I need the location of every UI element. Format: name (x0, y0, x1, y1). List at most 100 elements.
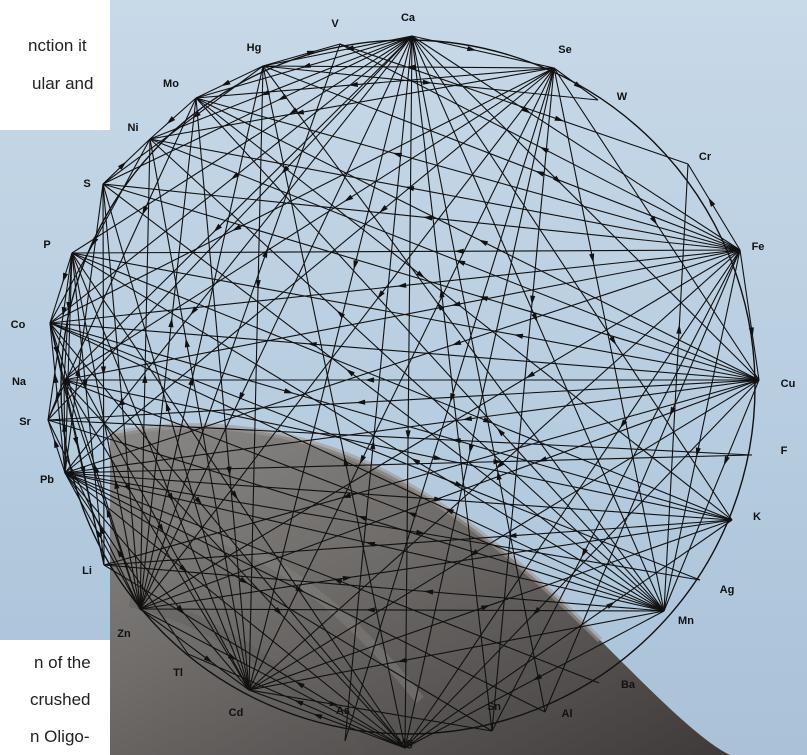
edge-se-mn (554, 68, 664, 611)
edge-arrowhead (294, 700, 304, 706)
edge-arrowhead (185, 338, 190, 348)
edge-mg-cd (249, 690, 405, 748)
edge-ca-cd (249, 36, 412, 690)
edge-arrowhead (342, 493, 352, 498)
node-label-cr: Cr (699, 151, 712, 163)
edge-arrowhead (101, 366, 106, 375)
edge-se-ni (150, 68, 554, 139)
edge-arrowhead (481, 605, 491, 611)
node-label-cu: Cu (781, 378, 796, 390)
edge-arrowhead (301, 63, 311, 68)
edge-arrowhead (344, 457, 349, 467)
edge-arrowhead (479, 296, 489, 301)
edge-tl-pb (65, 473, 188, 654)
node-label-mg: Mg (397, 737, 413, 749)
edge-arrowhead (589, 253, 594, 263)
edge-arrowhead (606, 602, 615, 609)
node-label-ag: Ag (720, 584, 735, 596)
edge-arrowhead (343, 576, 353, 581)
edge-fe-cu (740, 250, 759, 380)
node-label-li: Li (82, 565, 92, 577)
edge-fe-s (103, 184, 740, 250)
edge-mg-li (104, 565, 405, 748)
edge-ca-ni (150, 36, 412, 139)
edge-arrowhead (120, 396, 125, 405)
node-label-ni: Ni (128, 122, 139, 134)
edge-ca-mn (412, 36, 664, 611)
node-label-sr: Sr (19, 416, 31, 428)
edge-arrowhead (295, 681, 304, 688)
edge-arrowhead (313, 714, 323, 720)
edge-v-cr (340, 44, 688, 164)
edge-arrowhead (535, 171, 545, 177)
edge-mn-na (64, 380, 664, 611)
edge-arrowhead (454, 249, 463, 254)
edge-cu-co (50, 323, 759, 380)
edge-mn-cr (664, 164, 688, 611)
node-label-na: Na (12, 376, 27, 388)
edge-arrowhead (365, 377, 374, 382)
edge-pb-sn (65, 473, 492, 731)
node-label-se: Se (558, 44, 571, 56)
node-label-s: S (83, 178, 90, 190)
node-label-sn: Sn (487, 701, 501, 713)
edge-arrowhead (54, 439, 59, 449)
node-label-mo: Mo (163, 78, 179, 90)
edge-mn-cd (249, 611, 664, 690)
node-label-w: W (617, 91, 628, 103)
edge-arrowhead (526, 371, 535, 378)
edge-arrowhead (284, 388, 294, 393)
edge-mn-zn (140, 609, 664, 611)
edge-arrowhead (333, 578, 343, 584)
edge-arrowhead (424, 589, 433, 594)
edge-ca-se (412, 36, 554, 68)
node-label-v: V (331, 18, 339, 30)
edge-fe-ni (150, 139, 740, 250)
edge-arrowhead (398, 657, 408, 662)
edge-arrowhead (433, 455, 443, 460)
edge-arrowhead (724, 456, 730, 466)
node-label-as: As (336, 705, 350, 717)
edge-cu-p (72, 253, 759, 380)
edge-cu-li (104, 380, 759, 565)
edge-arrowhead (166, 402, 171, 412)
node-label-pb: Pb (40, 474, 54, 486)
edge-as-ca (345, 36, 412, 741)
edge-pb-p (65, 253, 72, 473)
edge-zn-pb (65, 473, 140, 609)
edge-fe-sn (492, 250, 740, 731)
edge-arrowhead (554, 116, 564, 121)
node-label-ca: Ca (401, 12, 416, 24)
edge-zn-mo (140, 98, 196, 609)
edge-arrowhead (366, 607, 375, 612)
node-label-al: Al (562, 708, 573, 720)
edge-arrowhead (530, 296, 535, 305)
edge-arrowhead (463, 416, 473, 421)
edge-pb-cd (65, 473, 249, 690)
edge-arrowhead (168, 318, 173, 328)
edge-arrowhead (397, 283, 407, 288)
edge-co-k (50, 323, 732, 520)
edge-arrowhead (540, 147, 549, 154)
edge-s-ni (103, 139, 150, 184)
node-label-ba: Ba (621, 679, 636, 691)
node-label-p: P (43, 239, 50, 251)
edge-arrowhead (344, 195, 353, 202)
node-label-k: K (753, 511, 761, 523)
edge-arrowhead (514, 334, 524, 339)
edge-hg-v (263, 44, 340, 66)
edge-arrowhead (221, 80, 230, 86)
edge-group (48, 36, 759, 748)
edge-k-li (104, 520, 732, 565)
edge-mo-k (196, 98, 732, 520)
edge-f-sr (48, 420, 752, 455)
node-label-fe: Fe (752, 241, 765, 253)
node-label-zn: Zn (117, 628, 131, 640)
edge-fe-pb (65, 250, 740, 473)
node-label-co: Co (11, 319, 26, 331)
node-label-hg: Hg (247, 42, 262, 54)
edge-zn-na (64, 380, 140, 609)
edge-arrowhead (63, 273, 68, 283)
edge-arrowhead (423, 80, 432, 85)
